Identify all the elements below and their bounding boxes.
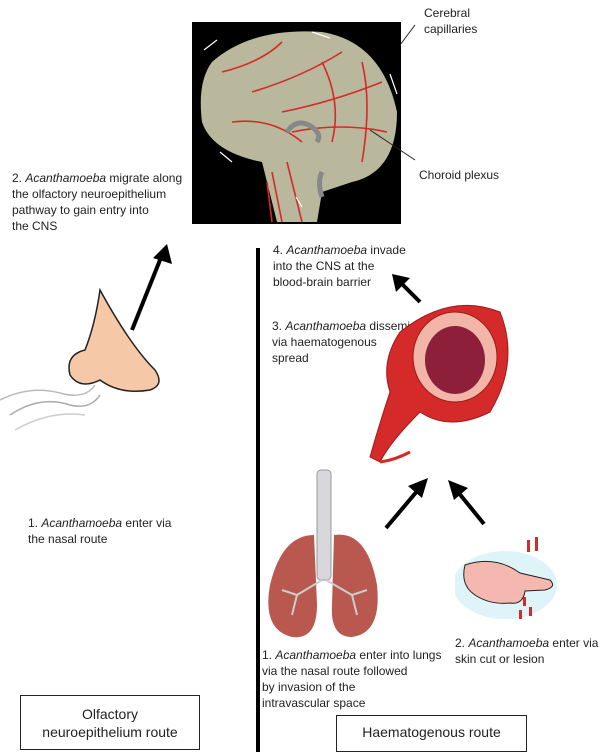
route-divider (256, 248, 260, 752)
haematogenous-step-2-text: 2. Acanthamoeba enter via skin cut or le… (455, 636, 599, 666)
haematogenous-route-label: Haematogenous route (336, 715, 527, 752)
cut-finger-illustration (455, 537, 557, 619)
olfactory-step-1-text: 1. Acanthamoeba enter via the nasal rout… (28, 516, 172, 546)
brain-illustration (192, 22, 401, 224)
cerebral-capillaries-label: Cerebral capillaries (424, 6, 478, 36)
blood-vessel-illustration (369, 304, 509, 464)
haematogenous-step-4-text: 4. Acanthamoeba invade into the CNS at t… (273, 243, 406, 289)
converging-arrows-icon (384, 478, 486, 530)
brain-label-leaders (369, 24, 416, 161)
olfactory-route-label: Olfactory neuroepithelium route (20, 695, 200, 750)
haematogenous-step-1-text: 1. Acanthamoeba enter into lungs via the… (262, 648, 442, 710)
nose-illustration (0, 287, 160, 431)
olfactory-step-2-text: 2. Acanthamoeba migrate along the olfact… (12, 171, 183, 233)
lungs-illustration (268, 469, 378, 638)
haematogenous-step-3-text: 3. Acanthamoeba disseminate via haematog… (272, 319, 434, 365)
arrow-up-left-icon (392, 274, 422, 304)
choroid-plexus-label: Choroid plexus (419, 168, 500, 182)
arrow-up-icon (130, 244, 172, 331)
